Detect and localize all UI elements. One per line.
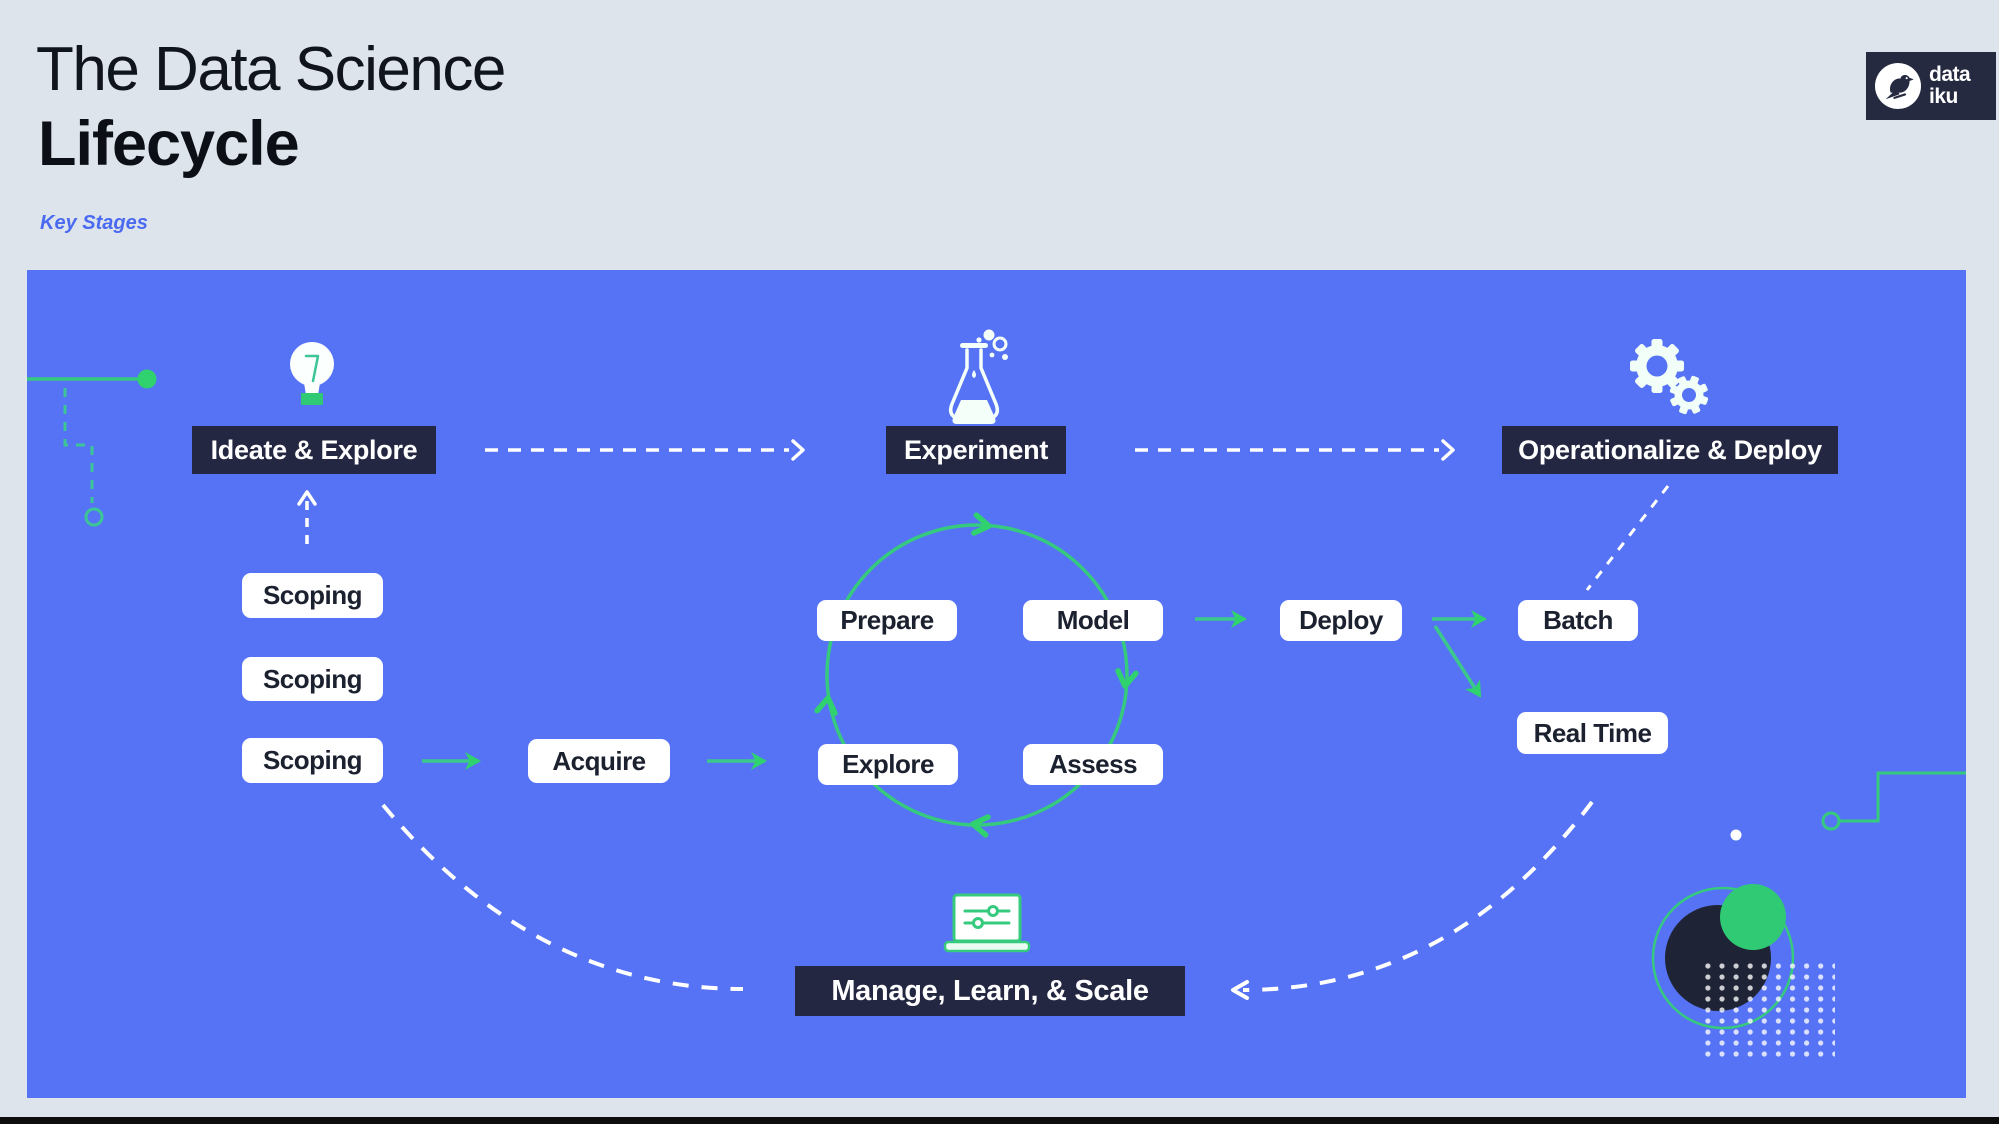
ideate-to-experiment-arrow <box>485 439 805 461</box>
flask-icon <box>925 322 1025 437</box>
lightbulb-icon <box>282 332 342 425</box>
laptop-settings-icon <box>937 893 1037 962</box>
node-prepare: Prepare <box>817 600 957 641</box>
left-circuit-decoration <box>27 369 157 527</box>
node-deploy: Deploy <box>1280 600 1402 641</box>
stage-operationalize-deploy: Operationalize & Deploy <box>1502 426 1838 474</box>
connector-layer <box>27 369 1966 1059</box>
stage-experiment: Experiment <box>886 426 1066 474</box>
node-real-time: Real Time <box>1517 712 1668 754</box>
node-batch: Batch <box>1518 600 1638 641</box>
node-scoping-3: Scoping <box>242 738 383 783</box>
node-scoping-1: Scoping <box>242 573 383 618</box>
logo-word-line2: iku <box>1929 85 1958 108</box>
bird-icon <box>1885 75 1914 100</box>
lifecycle-diagram-panel: Ideate & Explore Experiment Operationali… <box>27 270 1966 1098</box>
white-dot-decoration <box>1730 829 1742 841</box>
node-scoping-2: Scoping <box>242 657 383 701</box>
stage-manage-learn-scale: Manage, Learn, & Scale <box>795 966 1185 1016</box>
node-acquire: Acquire <box>528 739 670 783</box>
node-explore: Explore <box>818 744 958 785</box>
cycle-arrow-top <box>971 512 992 536</box>
operationalize-to-batch-link <box>1585 485 1670 591</box>
page-title-line2: Lifecycle <box>38 109 300 179</box>
cycle-arrow-left <box>814 695 838 716</box>
logo-wordmark: data iku <box>1929 63 1971 108</box>
node-model: Model <box>1023 600 1163 641</box>
experiment-cycle-circle <box>814 512 1139 838</box>
page-title-line1: The Data Science <box>36 35 506 104</box>
page-subtitle: Key Stages <box>40 212 148 234</box>
gears-icon <box>1612 322 1722 427</box>
scoping-to-manage-curve <box>381 803 744 991</box>
dataiku-logo: data iku <box>1866 52 1996 120</box>
deploy-to-realtime-arrow <box>1433 625 1482 698</box>
node-assess: Assess <box>1023 744 1163 785</box>
cycle-arrow-bottom <box>970 814 991 838</box>
dot-grid-decoration <box>1697 960 1835 1059</box>
experiment-to-operationalize-arrow <box>1135 439 1455 461</box>
logo-circle <box>1875 63 1921 109</box>
logo-word-line1: data <box>1929 63 1971 86</box>
right-circuit-decoration <box>1821 771 1966 831</box>
realtime-to-manage-curve <box>1231 800 1594 1000</box>
scoping-to-ideate-arrow <box>297 490 317 544</box>
stage-ideate-explore: Ideate & Explore <box>192 426 436 474</box>
bottom-border-strip <box>0 1117 1999 1124</box>
cycle-arrow-right <box>1115 668 1139 689</box>
